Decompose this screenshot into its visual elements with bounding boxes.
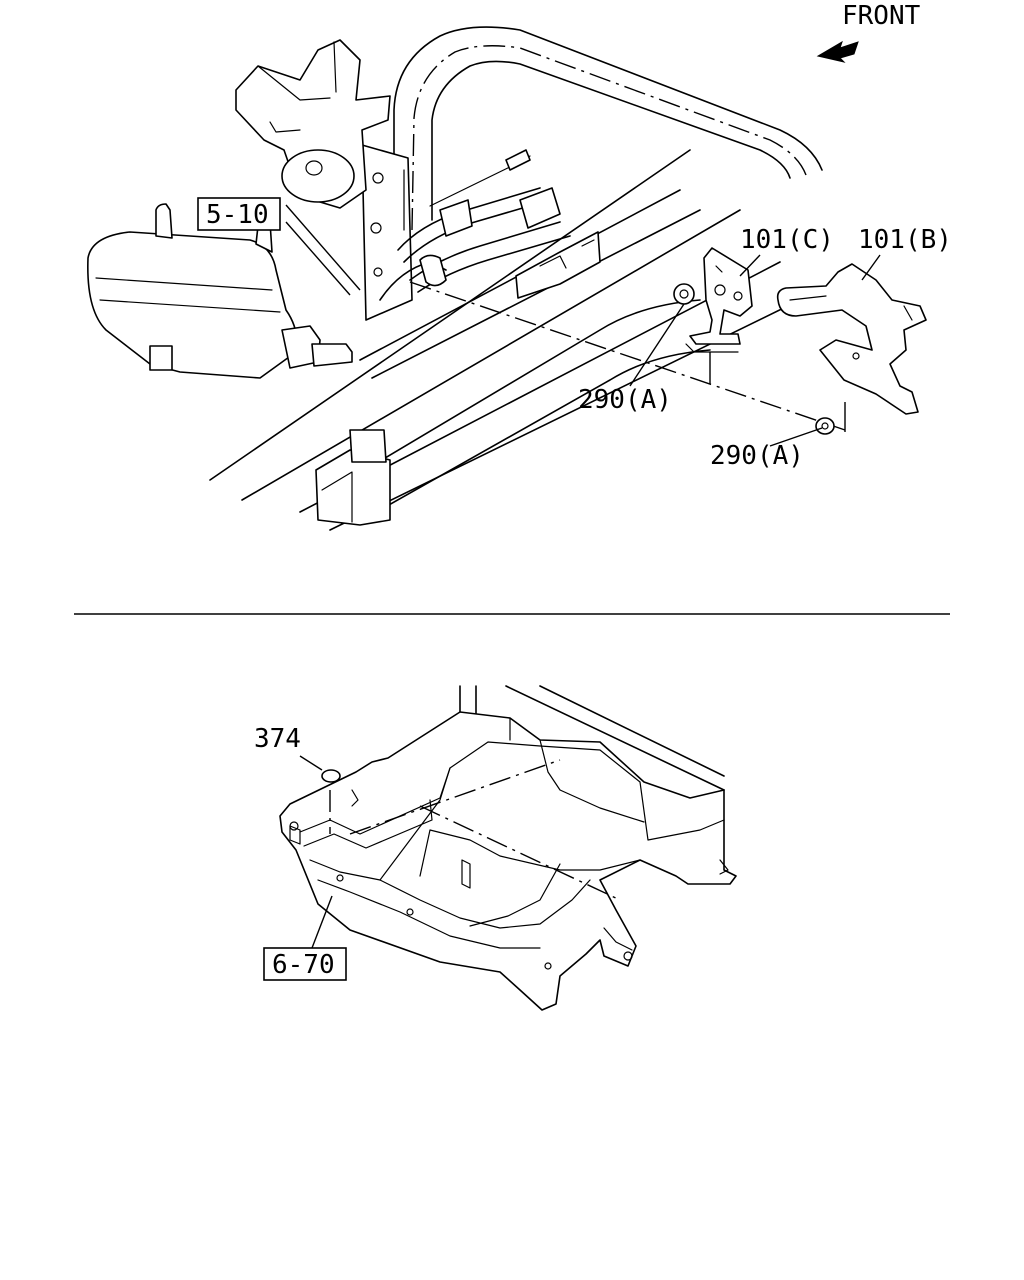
engine-mount [235,39,391,209]
assembly-line [409,281,846,431]
lower-assembly-drawing: 374 6-70 [254,685,737,1011]
part-101b-bracket [776,263,927,415]
ref-6-70-box [263,947,347,981]
chassis-frame [209,149,801,531]
part-101c-label: 101(C) [740,225,834,255]
nut-290a-left-icon [673,283,695,305]
ref-5-10-label: 5-10 [206,200,269,230]
part-290a-label-2: 290(A) [710,441,804,471]
nut-290a-right-icon [815,417,835,435]
rail-bracket [515,231,601,299]
part-290a-label-1: 290(A) [578,385,672,415]
ref-5-10-box [197,197,281,231]
part-101c-bracket [685,247,753,353]
frame-tube [393,26,823,236]
brake-pipes [379,149,571,301]
upper-assembly-drawing: FRONT [87,1,952,531]
part-374-label: 374 [254,724,301,754]
floor-panel [279,685,737,1011]
mounting-plate [361,144,413,321]
plug-374-icon [321,769,341,783]
front-arrow-icon [816,40,859,63]
front-label: FRONT [842,1,921,31]
part-101b-label: 101(B) [858,225,952,255]
ref-6-70-label: 6-70 [272,950,335,980]
